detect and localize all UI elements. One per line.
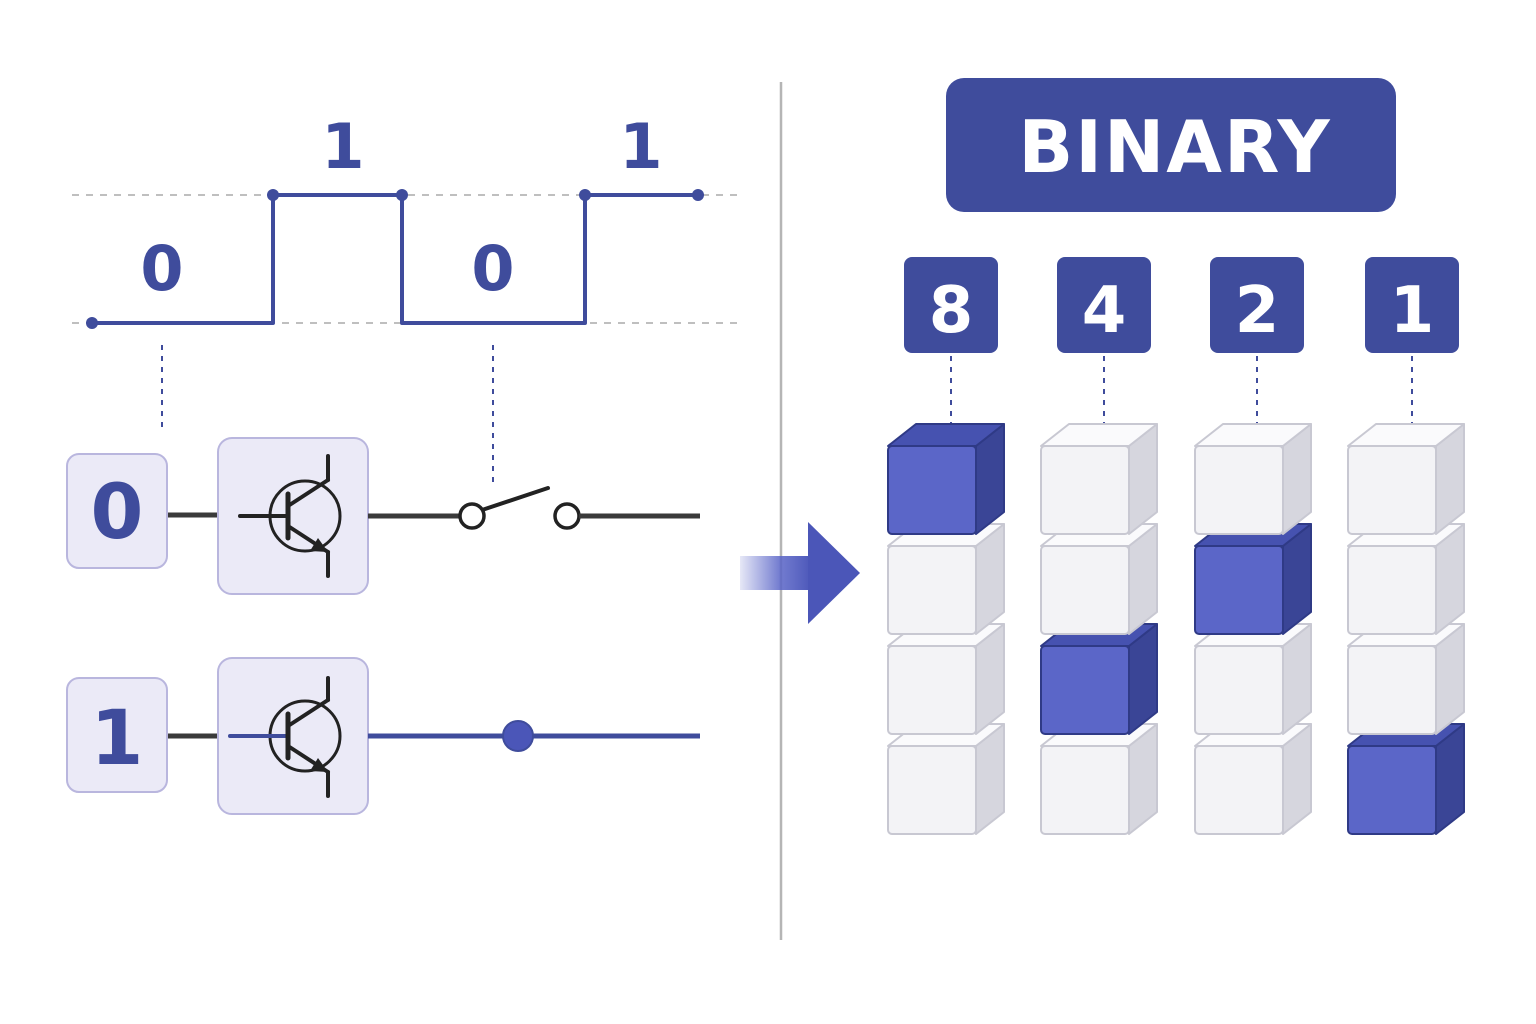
square-wave: [92, 193, 698, 325]
cube-inactive: [1194, 423, 1312, 535]
weight-label: 2: [1235, 274, 1280, 348]
cube-inactive: [1194, 723, 1312, 835]
bit-column: 1: [1347, 257, 1465, 835]
cube-inactive: [887, 723, 1005, 835]
bit-box-label: 1: [91, 693, 144, 782]
weight-badge: [1210, 257, 1304, 353]
cube-active: [1194, 523, 1312, 635]
switch-icon: [458, 486, 581, 530]
weight-badge: [1365, 257, 1459, 353]
cube-inactive: [1194, 623, 1312, 735]
circuit-row-off: 0: [66, 437, 700, 595]
transistor-icon: [228, 676, 342, 798]
bit-box: [66, 453, 168, 569]
cube-active: [1040, 623, 1158, 735]
bit-label: 1: [619, 110, 662, 183]
weight-badge: [1057, 257, 1151, 353]
arrow-right-icon: [740, 522, 860, 624]
signal-waveform: 0 1 0 1: [72, 110, 738, 488]
binary-title: BINARY: [1018, 105, 1331, 189]
bit-column: 8: [887, 257, 1005, 835]
cube-inactive: [1347, 623, 1465, 735]
bit-box: [66, 677, 168, 793]
bit-label: 1: [321, 110, 364, 183]
weight-label: 1: [1390, 274, 1435, 348]
cube-inactive: [1347, 423, 1465, 535]
weight-label: 8: [929, 274, 974, 348]
wave-node: [579, 189, 591, 201]
cube-inactive: [1040, 723, 1158, 835]
circuit-row-on: 1: [66, 657, 700, 815]
current-node: [502, 720, 534, 752]
bit-column: 2: [1194, 257, 1312, 835]
weight-label: 4: [1082, 274, 1127, 348]
bit-label: 0: [140, 232, 183, 305]
cube-active: [1347, 723, 1465, 835]
wave-node: [86, 317, 98, 329]
binary-title-box: [946, 78, 1396, 212]
weight-badge: [904, 257, 998, 353]
transistor-icon: [238, 454, 342, 578]
cube-inactive: [1347, 523, 1465, 635]
cube-inactive: [887, 523, 1005, 635]
cube-inactive: [1040, 523, 1158, 635]
binary-columns: 8 4 2 1: [887, 257, 1465, 835]
cube-inactive: [1040, 423, 1158, 535]
bit-box-label: 0: [91, 467, 144, 556]
bit-column: 4: [1040, 257, 1158, 835]
wave-node: [396, 189, 408, 201]
cube-active: [887, 423, 1005, 535]
binary-header: BINARY: [946, 78, 1396, 212]
bit-label: 0: [471, 232, 514, 305]
wave-node: [267, 189, 279, 201]
cube-inactive: [887, 623, 1005, 735]
wave-node: [692, 189, 704, 201]
